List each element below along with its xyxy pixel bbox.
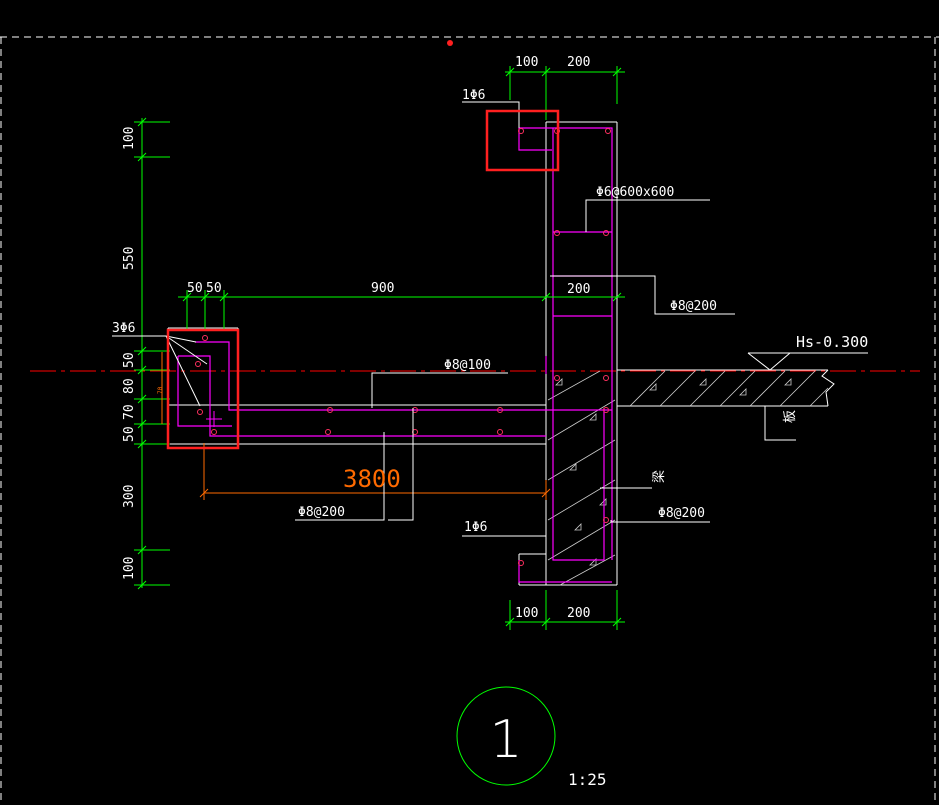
dim-v-50: 50 xyxy=(122,352,137,368)
dim-v-70: 70 xyxy=(122,404,137,420)
detail-scale: 1:25 xyxy=(568,770,607,789)
label-elevation: Hs-0.300 xyxy=(796,333,868,351)
dim-v-100-top: 100 xyxy=(122,127,137,150)
label-overall-length: 3800 xyxy=(343,465,401,493)
dim-v-100-bottom: 100 xyxy=(122,557,137,580)
label-phi8-200-beam: Φ8@200 xyxy=(658,506,705,521)
dim-mid-200: 200 xyxy=(567,282,590,297)
dim-v-80: 80 xyxy=(122,378,137,394)
label-1phi6-bottom: 1Φ6 xyxy=(464,520,487,535)
label-phi6-600x600: Φ6@600x600 xyxy=(596,185,674,200)
center-cross xyxy=(206,411,222,427)
label-phi8-200-left: Φ8@200 xyxy=(298,505,345,520)
highlight-box-left xyxy=(166,328,240,450)
wall-section xyxy=(518,121,792,586)
rebar-lines xyxy=(177,127,613,583)
rebar-dots xyxy=(195,128,611,566)
detail-number: 1 xyxy=(489,710,522,770)
dim-v-300: 300 xyxy=(122,485,137,508)
leader-lines xyxy=(112,101,868,537)
floor-slab xyxy=(617,369,835,407)
viewport-frame xyxy=(0,36,939,805)
dim-bottom-200: 200 xyxy=(567,606,590,621)
highlight-box-top xyxy=(485,109,560,172)
origin-marker xyxy=(447,40,453,46)
dim-top-200: 200 xyxy=(567,55,590,70)
dim-left-50b: 50 xyxy=(206,281,222,296)
dim-bottom-100: 100 xyxy=(515,606,538,621)
dim-span-900: 900 xyxy=(371,281,394,296)
dim-top-100: 100 xyxy=(515,55,538,70)
label-3phi6: 3Φ6 xyxy=(112,321,135,336)
label-small-mark: 70 xyxy=(157,386,164,394)
label-beam: 梁 xyxy=(652,470,667,483)
dim-v-50b: 50 xyxy=(122,426,137,442)
label-phi8-100: Φ8@100 xyxy=(444,358,491,373)
label-1phi6-top: 1Φ6 xyxy=(462,88,485,103)
label-phi8-200-right: Φ8@200 xyxy=(670,299,717,314)
dim-left-50a: 50 xyxy=(187,281,203,296)
orange-dimension xyxy=(161,352,551,500)
dim-v-550: 550 xyxy=(122,247,137,270)
label-slab: 板 xyxy=(783,410,798,423)
